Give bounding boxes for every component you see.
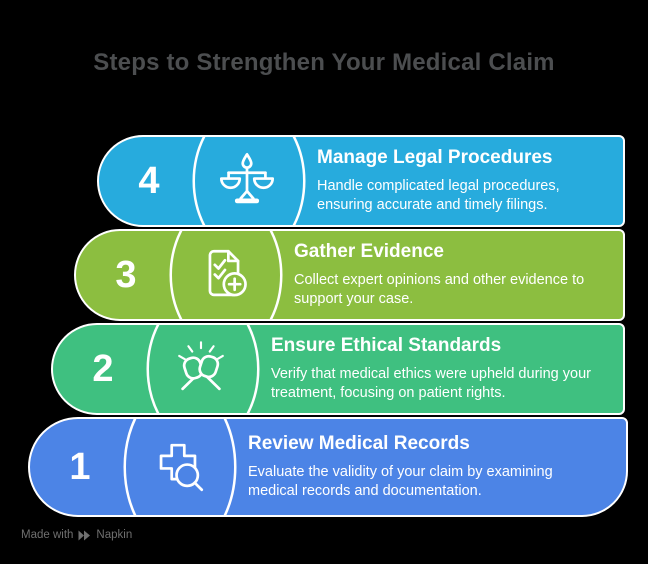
fist-bump-icon	[153, 325, 249, 413]
step-title: Ensure Ethical Standards	[271, 334, 502, 356]
step-title: Review Medical Records	[248, 432, 470, 454]
step-number: 4	[138, 159, 160, 202]
step-text: Review Medical Records Evaluate the vali…	[248, 419, 614, 515]
step-number: 2	[92, 347, 114, 390]
step-number: 3	[115, 253, 137, 296]
section-divider-curves	[123, 419, 237, 515]
made-with-napkin-watermark[interactable]: Made with Napkin	[21, 529, 132, 541]
step-description: Collect expert opinions and other eviden…	[294, 271, 585, 308]
step-row-4: 4 Manage Legal Procedures Handle complic…	[97, 135, 625, 227]
section-divider-curves	[146, 325, 260, 413]
section-divider-curves	[192, 137, 306, 225]
step-number: 1	[69, 445, 91, 488]
step-description: Evaluate the validity of your claim by e…	[248, 463, 553, 500]
step-text: Gather Evidence Collect expert opinions …	[294, 231, 611, 319]
scales-of-justice-icon	[199, 137, 295, 225]
medical-cross-magnifier-icon	[130, 419, 226, 515]
step-row-1: 1 Review Medical Records Evaluate the va…	[28, 417, 628, 517]
step-title: Gather Evidence	[294, 240, 444, 262]
step-description: Verify that medical ethics were upheld d…	[271, 365, 591, 402]
page-title: Steps to Strengthen Your Medical Claim	[93, 49, 555, 76]
step-row-3: 3 Gather Evidence Collect expert opinion…	[74, 229, 625, 321]
medical-document-checklist-icon	[176, 231, 272, 319]
section-divider-curves	[169, 231, 283, 319]
made-with-label: Made with	[21, 529, 74, 541]
step-title: Manage Legal Procedures	[317, 146, 553, 168]
step-text: Ensure Ethical Standards Verify that med…	[271, 325, 611, 413]
step-description: Handle complicated legal procedures, ens…	[317, 177, 560, 214]
step-text: Manage Legal Procedures Handle complicat…	[317, 137, 611, 225]
napkin-logo-icon	[78, 530, 91, 540]
brand-label: Napkin	[96, 529, 133, 541]
step-row-2: 2 Ensure Ethical Standards Verify that m…	[51, 323, 625, 415]
